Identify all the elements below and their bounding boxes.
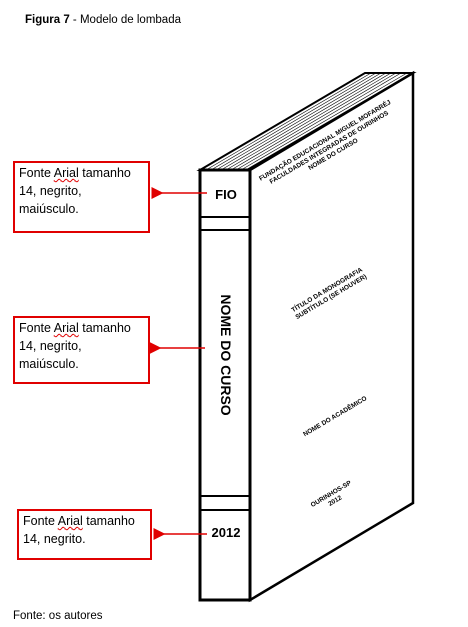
annotation-2-pre: Fonte — [19, 321, 54, 335]
figure-caption: Figura 7 - Modelo de lombada — [25, 14, 181, 26]
figure-label: Figura 7 — [25, 14, 70, 26]
figure-title: Modelo de lombada — [79, 14, 181, 26]
spine-middle-text: NOME DO CURSO — [218, 294, 234, 415]
figure-source: Fonte: os autores — [13, 610, 103, 622]
book-spine — [198, 168, 252, 602]
annotation-3-pre: Fonte — [23, 514, 58, 528]
caption-separator: - — [69, 14, 80, 26]
annotation-2-font: Arial — [53, 321, 79, 335]
annotation-1-font: Arial — [53, 166, 79, 180]
annotation-1-post: tamanho 14, negrito, maiúsculo. — [19, 166, 131, 216]
page-edge-lines — [205, 72, 408, 171]
spine-top-text: FIO — [215, 187, 237, 202]
annotation-2-post: tamanho 14, negrito, maiúsculo. — [19, 321, 131, 371]
annotation-box-1: Fonte Arial tamanho 14, negrito, maiúscu… — [13, 161, 150, 233]
annotation-box-3: Fonte Arial tamanho 14, negrito. — [17, 509, 152, 560]
annotation-box-2: Fonte Arial tamanho 14, negrito, maiúscu… — [13, 316, 150, 384]
annotation-3-post: tamanho 14, negrito. — [23, 514, 135, 546]
annotation-1-pre: Fonte — [19, 166, 54, 180]
annotation-3-font: Arial — [57, 514, 83, 528]
spine-bottom-text: 2012 — [212, 525, 241, 540]
